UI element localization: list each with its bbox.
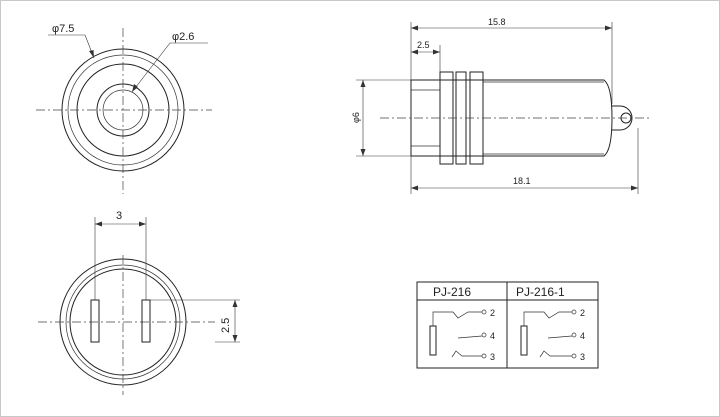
pj216-1-schematic: 2 4 3 [520,308,585,362]
pj216-1-pin-3: 3 [580,352,585,362]
diameter-label: φ6 [351,112,361,123]
pj216-1-pin-2: 2 [580,308,585,318]
length-label: 15.8 [488,17,506,27]
rear-view: 3 2.5 [38,210,240,395]
pin-left [90,299,100,343]
inner-diameter-label: φ2.6 [172,31,194,43]
front-view: φ7.5 φ2.6 [36,23,212,194]
pj216-pin-3: 3 [490,352,495,362]
outer-diameter-label: φ7.5 [52,23,74,35]
pj216-1-title: PJ-216-1 [516,285,565,299]
pj216-pin-4: 4 [490,331,495,341]
thread-length-label: 2.5 [417,40,430,50]
schematic-table: PJ-216 PJ-216-1 2 4 3 2 4 3 [416,281,599,369]
pj216-pin-2: 2 [490,308,495,318]
pj216-schematic: 2 4 3 [429,308,495,362]
pj216-1-pin-4: 4 [580,331,585,341]
pj216-title: PJ-216 [433,285,471,299]
pin-spacing-label: 3 [116,210,122,222]
pin-right [141,299,151,343]
side-view: 15.8 2.5 φ6 18.1 [351,17,650,194]
pin-offset-label: 2.5 [220,318,232,333]
total-length-label: 18.1 [513,176,531,186]
